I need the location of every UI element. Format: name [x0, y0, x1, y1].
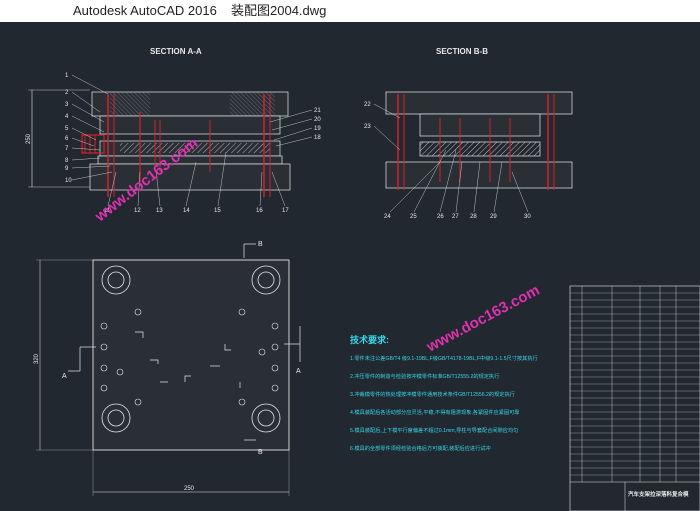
svg-text:19: 19	[314, 126, 321, 132]
section-bb-label: SECTION B-B	[436, 47, 488, 56]
svg-text:16: 16	[256, 208, 263, 214]
section-marker-a-right: A	[296, 368, 301, 375]
callouts-aa-bottom: 11 12 13 14 15 16 17	[104, 208, 289, 214]
svg-text:2: 2	[65, 90, 69, 96]
svg-text:7: 7	[65, 146, 69, 152]
document-title: 装配图2004.dwg	[231, 3, 327, 18]
note-6: 6.模具的全部零件须经检验合格后方可装配,装配后应进行试冲	[350, 444, 491, 452]
svg-text:10: 10	[65, 178, 72, 184]
callouts-aa-left: 1 2 3 4 5 6 7 8 9 10	[65, 73, 72, 184]
callouts-bb: 22 23 24 25 26 27 28 29 30	[364, 102, 531, 220]
parts-list-table: 汽车支架拉深落料复合模	[569, 285, 700, 511]
svg-text:6: 6	[65, 136, 69, 142]
section-aa-label: SECTION A-A	[150, 47, 202, 56]
svg-text:11: 11	[104, 208, 111, 214]
dim-plan-width: 250	[184, 486, 195, 492]
svg-text:18: 18	[314, 135, 321, 141]
dim-plan-height: 320	[34, 353, 40, 364]
leader-lines-aa-bottom	[107, 151, 286, 207]
notes-title: 技术要求:	[350, 334, 389, 345]
table-title: 汽车支架拉深落料复合模	[628, 490, 689, 498]
app-title: Autodesk AutoCAD 2016	[73, 3, 217, 18]
svg-text:5: 5	[65, 126, 69, 132]
svg-text:29: 29	[490, 214, 497, 220]
svg-text:25: 25	[410, 214, 417, 220]
svg-text:26: 26	[437, 214, 444, 220]
section-marker-b-bottom: B	[258, 449, 263, 456]
title-bar: Autodesk AutoCAD 2016 装配图2004.dwg	[0, 0, 700, 22]
svg-text:30: 30	[524, 214, 531, 220]
section-aa-view: SECTION A-A 250	[26, 47, 291, 197]
svg-text:8: 8	[65, 158, 69, 164]
svg-text:21: 21	[314, 108, 321, 114]
note-1: 1.零件未注公差GB/T4 级9.1-19BL,F级GB/T4178-19BL,…	[350, 354, 538, 362]
svg-text:17: 17	[282, 208, 289, 214]
svg-text:23: 23	[364, 124, 371, 130]
note-4: 4.模具装配后各活动部分应灵活,平稳,不得有阻滞现象,各紧固件应紧固可靠	[350, 408, 519, 416]
svg-text:22: 22	[364, 102, 371, 108]
watermark-bottom: www.doc163.com	[423, 282, 543, 356]
svg-text:28: 28	[470, 214, 477, 220]
svg-text:4: 4	[65, 114, 69, 120]
leader-lines-aa	[71, 74, 113, 181]
drawing-canvas[interactable]: SECTION A-A 250 1 2 3 4 5	[0, 22, 700, 511]
dim-height: 250	[26, 133, 32, 144]
svg-text:24: 24	[384, 214, 391, 220]
leader-lines-bb	[373, 103, 529, 213]
note-2: 2.冲压零件的制造与检验按冲模零件标准GB/T12555.2的规定执行	[350, 372, 499, 380]
svg-text:3: 3	[65, 102, 69, 108]
svg-text:15: 15	[214, 208, 221, 214]
leader-lines-aa-right	[269, 109, 313, 147]
section-marker-a-left: A	[62, 373, 67, 380]
svg-text:1: 1	[65, 73, 69, 79]
svg-text:14: 14	[183, 208, 190, 214]
svg-text:27: 27	[452, 214, 459, 220]
svg-text:13: 13	[156, 208, 163, 214]
technical-notes: 技术要求: 1.零件未注公差GB/T4 级9.1-19BL,F级GB/T4178…	[350, 334, 538, 452]
section-marker-b-top: B	[258, 241, 263, 248]
section-bb-view: SECTION B-B	[385, 47, 573, 190]
callouts-aa-right: 21 20 19 18	[314, 108, 321, 141]
note-5: 5.模具装配后,上下模平行度偏差不超过0.1mm,导柱与导套配合间隙应均匀	[350, 426, 518, 434]
svg-text:9: 9	[65, 166, 69, 172]
svg-text:12: 12	[134, 208, 141, 214]
note-3: 3.冲裁模零件的热处理按冲模零件通用技术条件GB/T12556.2的规定执行	[350, 390, 515, 398]
plan-view: A A B B 320 250	[34, 241, 301, 496]
svg-text:20: 20	[314, 117, 321, 123]
